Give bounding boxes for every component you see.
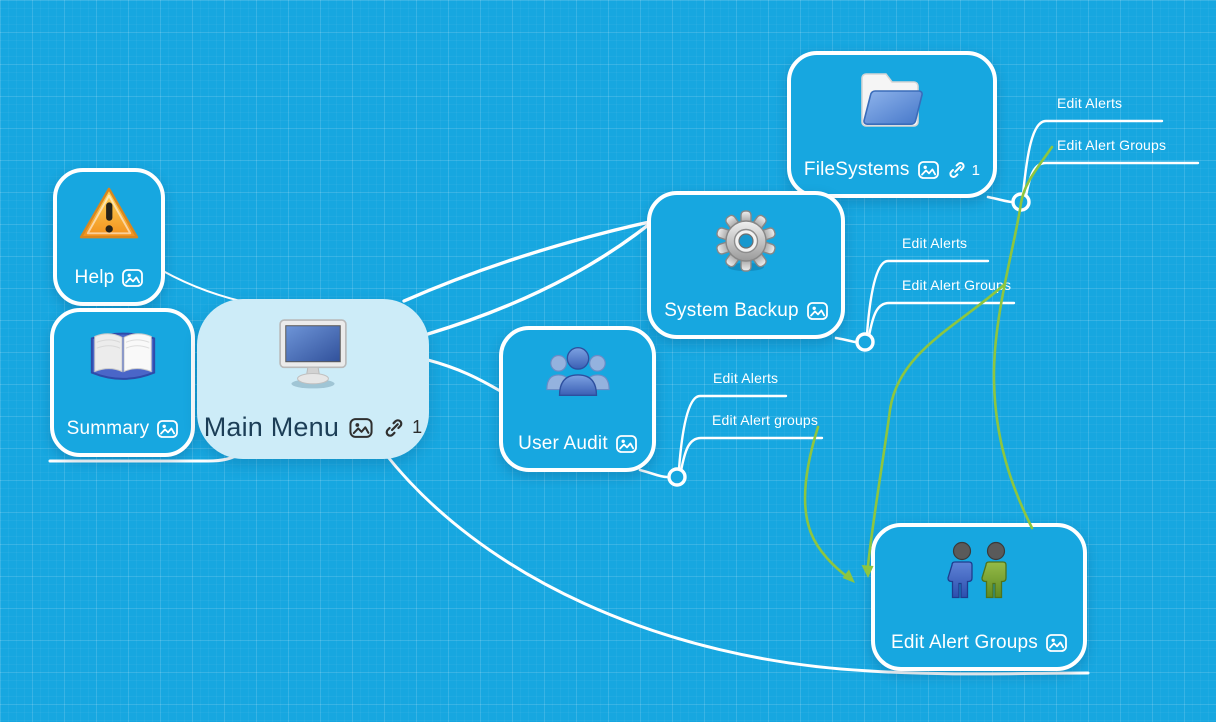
- node-label: Main Menu: [203, 412, 340, 442]
- branch-toggle-system-backup[interactable]: [855, 332, 875, 352]
- image-attachment-icon[interactable]: [806, 302, 828, 320]
- folder-icon: [856, 69, 928, 131]
- node-label: FileSystems: [803, 159, 910, 180]
- image-attachment-icon[interactable]: [1046, 634, 1067, 652]
- image-attachment-icon[interactable]: [157, 420, 179, 438]
- branch-label-ua-edit-alerts[interactable]: Edit Alerts: [713, 370, 779, 386]
- node-label: System Backup: [664, 300, 799, 321]
- branch-label-sb-edit-alert-groups[interactable]: Edit Alert Groups: [902, 277, 1012, 293]
- branch-line-ua-edit-alert-groups: [679, 436, 824, 473]
- link-count[interactable]: 1: [971, 161, 981, 179]
- relation-arrow-ua-to-edit-alert-groups: [803, 425, 851, 580]
- branch-line-user-audit: [426, 358, 504, 394]
- branch-line-system-backup: [426, 205, 672, 336]
- node-edit-alert-groups[interactable]: Edit Alert Groups: [871, 523, 1087, 671]
- branch-label-fs-edit-alert-groups[interactable]: Edit Alert Groups: [1057, 137, 1167, 153]
- two-people-icon: [942, 541, 1016, 603]
- image-attachment-icon[interactable]: [615, 435, 637, 453]
- image-attachment-icon[interactable]: [917, 161, 939, 179]
- node-filesystems[interactable]: FileSystems 1: [787, 51, 997, 198]
- branch-toggle-user-audit[interactable]: [667, 467, 687, 487]
- warning-icon: [78, 186, 140, 242]
- node-label: User Audit: [518, 433, 608, 454]
- node-label: Help: [74, 267, 115, 288]
- node-label: Summary: [66, 418, 150, 439]
- branch-line-sb-edit-alert-groups: [867, 301, 1016, 338]
- branch-line-fs-edit-alerts: [1021, 119, 1164, 196]
- branch-line-sb-edit-alerts: [865, 259, 990, 336]
- arrowhead: [842, 569, 855, 583]
- branch-label-sb-edit-alerts[interactable]: Edit Alerts: [902, 235, 968, 251]
- link-icon[interactable]: [947, 160, 967, 180]
- link-count[interactable]: 1: [412, 417, 423, 437]
- gear-icon: [711, 209, 781, 273]
- node-summary[interactable]: Summary: [50, 308, 195, 457]
- image-attachment-icon[interactable]: [122, 269, 144, 287]
- node-main-menu[interactable]: Main Menu 1: [197, 299, 429, 459]
- branch-label-ua-edit-alert-groups[interactable]: Edit Alert groups: [712, 412, 819, 428]
- users-icon: [543, 344, 613, 402]
- branch-label-fs-edit-alerts[interactable]: Edit Alerts: [1057, 95, 1123, 111]
- node-label: Edit Alert Groups: [890, 632, 1039, 653]
- branch-line-ua-edit-alerts: [677, 394, 788, 471]
- node-user-audit[interactable]: User Audit: [499, 326, 656, 472]
- branch-line-fs-edit-alert-groups: [1024, 161, 1200, 198]
- link-icon[interactable]: [383, 417, 405, 439]
- node-help[interactable]: Help: [53, 168, 165, 306]
- node-system-backup[interactable]: System Backup: [647, 191, 845, 339]
- open-book-icon: [85, 326, 161, 384]
- image-attachment-icon[interactable]: [349, 417, 373, 438]
- monitor-icon: [273, 317, 353, 391]
- branch-toggle-filesystems[interactable]: [1011, 192, 1031, 212]
